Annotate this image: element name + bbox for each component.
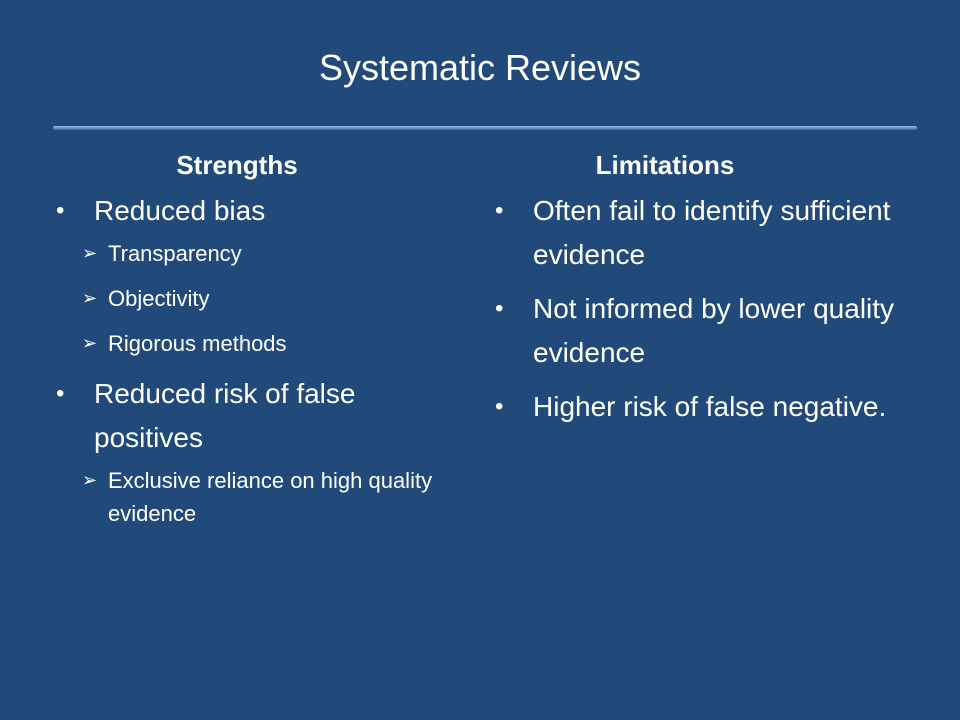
bullet-icon: • xyxy=(56,197,65,224)
sublist-item: ➢ Rigorous methods xyxy=(66,327,436,360)
sublist-item: ➢ Objectivity xyxy=(66,282,436,315)
strengths-heading: Strengths xyxy=(176,150,298,180)
strengths-column: Strengths • Reduced bias ➢ Transparency … xyxy=(56,145,436,542)
strengths-list: • Reduced bias ➢ Transparency ➢ Objectiv… xyxy=(56,189,436,530)
bullet-icon: • xyxy=(495,295,504,322)
list-item: • Reduced risk of false positives xyxy=(56,372,436,460)
limitations-heading: Limitations xyxy=(595,150,735,180)
sublist-item-text: Transparency xyxy=(108,241,242,266)
bullet-icon: • xyxy=(495,197,504,224)
list-item: • Higher risk of false negative. xyxy=(495,385,895,429)
arrow-bullet-icon: ➢ xyxy=(82,333,98,353)
list-item-text: Reduced bias xyxy=(94,195,266,226)
bullet-icon: • xyxy=(56,380,65,407)
list-item-text: Not informed by lower quality evidence xyxy=(533,293,895,368)
list-item-text: Often fail to identify sufficient eviden… xyxy=(533,195,891,270)
sublist-item-text: Objectivity xyxy=(108,286,210,311)
limitations-column: Limitations • Often fail to identify suf… xyxy=(495,145,895,439)
limitations-list: • Often fail to identify sufficient evid… xyxy=(495,189,895,429)
list-item-text: Reduced risk of false positives xyxy=(94,378,356,453)
arrow-bullet-icon: ➢ xyxy=(82,470,98,490)
title-divider xyxy=(53,126,917,130)
sublist-item-text: Exclusive reliance on high quality evide… xyxy=(108,468,433,526)
slide-title: Systematic Reviews xyxy=(318,47,642,88)
bullet-icon: • xyxy=(495,393,504,420)
list-item: • Often fail to identify sufficient evid… xyxy=(495,189,895,277)
arrow-bullet-icon: ➢ xyxy=(82,288,98,308)
sublist-item: ➢ Exclusive reliance on high quality evi… xyxy=(66,464,436,530)
sublist-item: ➢ Transparency xyxy=(66,237,436,270)
sublist-item-text: Rigorous methods xyxy=(108,331,287,356)
list-item: • Not informed by lower quality evidence xyxy=(495,287,895,375)
list-item-text: Higher risk of false negative. xyxy=(533,391,887,422)
arrow-bullet-icon: ➢ xyxy=(82,243,98,263)
sublist: ➢ Exclusive reliance on high quality evi… xyxy=(56,464,436,530)
sublist: ➢ Transparency ➢ Objectivity ➢ Rigorous … xyxy=(56,237,436,360)
list-item: • Reduced bias xyxy=(56,189,436,233)
